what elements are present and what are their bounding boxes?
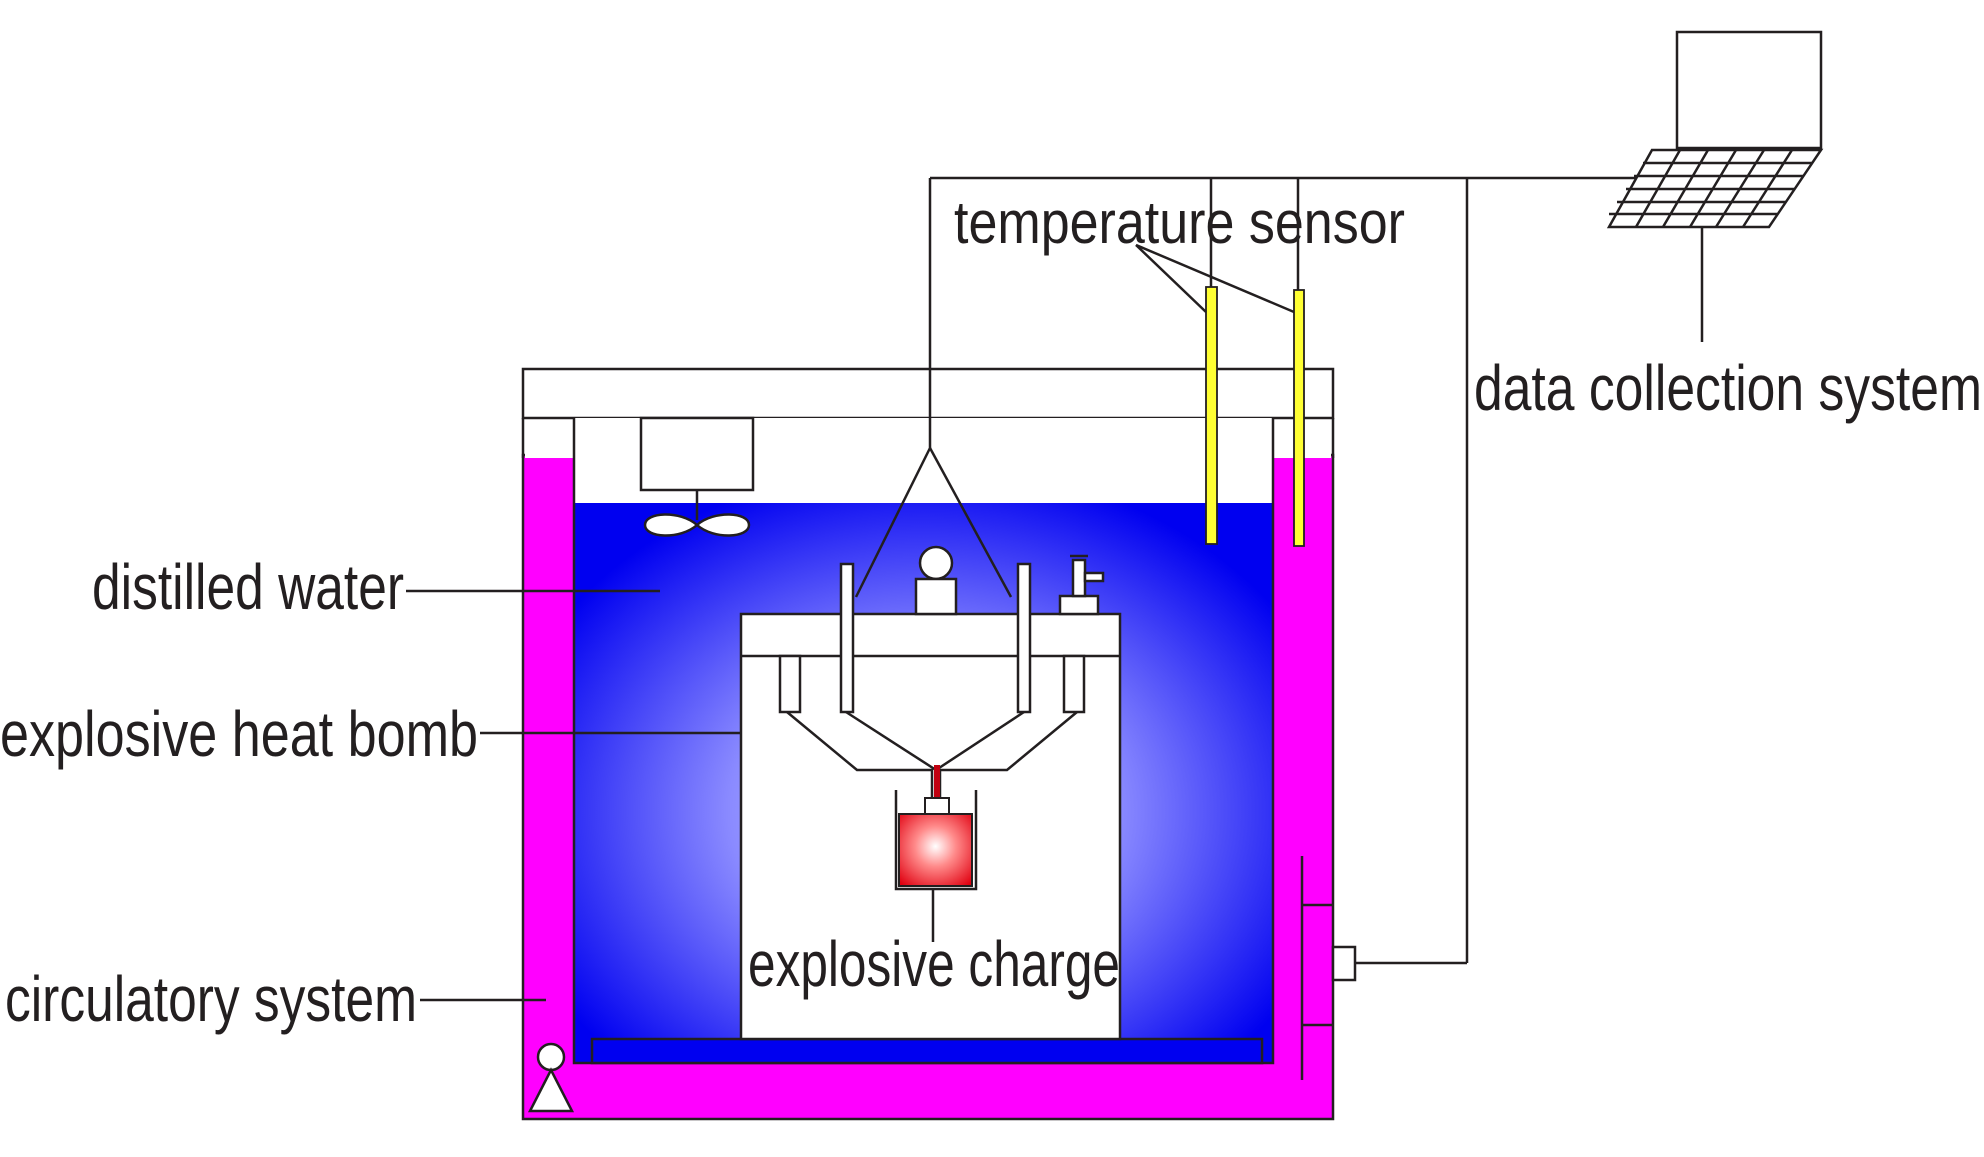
temperature-sensor-probe [1205, 286, 1218, 545]
stirrer-motor [639, 416, 755, 492]
wiring [854, 176, 1704, 965]
leader-lines [406, 243, 1295, 1002]
temperature-sensor-label: temperature sensor [954, 189, 1405, 256]
propeller-icon [643, 513, 751, 537]
side-port [1300, 856, 1357, 1080]
explosive-charge [898, 797, 973, 887]
temperature-sensors [1205, 178, 1305, 547]
circulatory-system-label: circulatory system [5, 963, 417, 1035]
explosive-heat-bomb-label: explosive heat bomb [0, 698, 478, 770]
pressure-gauge-icon [918, 545, 954, 581]
temperature-sensor-probe [1293, 289, 1305, 547]
charge-body [898, 813, 973, 887]
vessel-lid [521, 367, 1335, 420]
distilled-water-label: distilled water [92, 551, 404, 623]
charge-cap [924, 797, 950, 815]
pump-icon [527, 1042, 575, 1113]
data-collection-system-label: data collection system [1474, 352, 1982, 424]
stirrer [639, 416, 755, 537]
valve-icon [1058, 554, 1105, 616]
tank-base-plate [590, 1037, 1264, 1065]
laptop-icon [1606, 30, 1824, 229]
explosive-charge-label: explosive charge [748, 928, 1120, 1000]
